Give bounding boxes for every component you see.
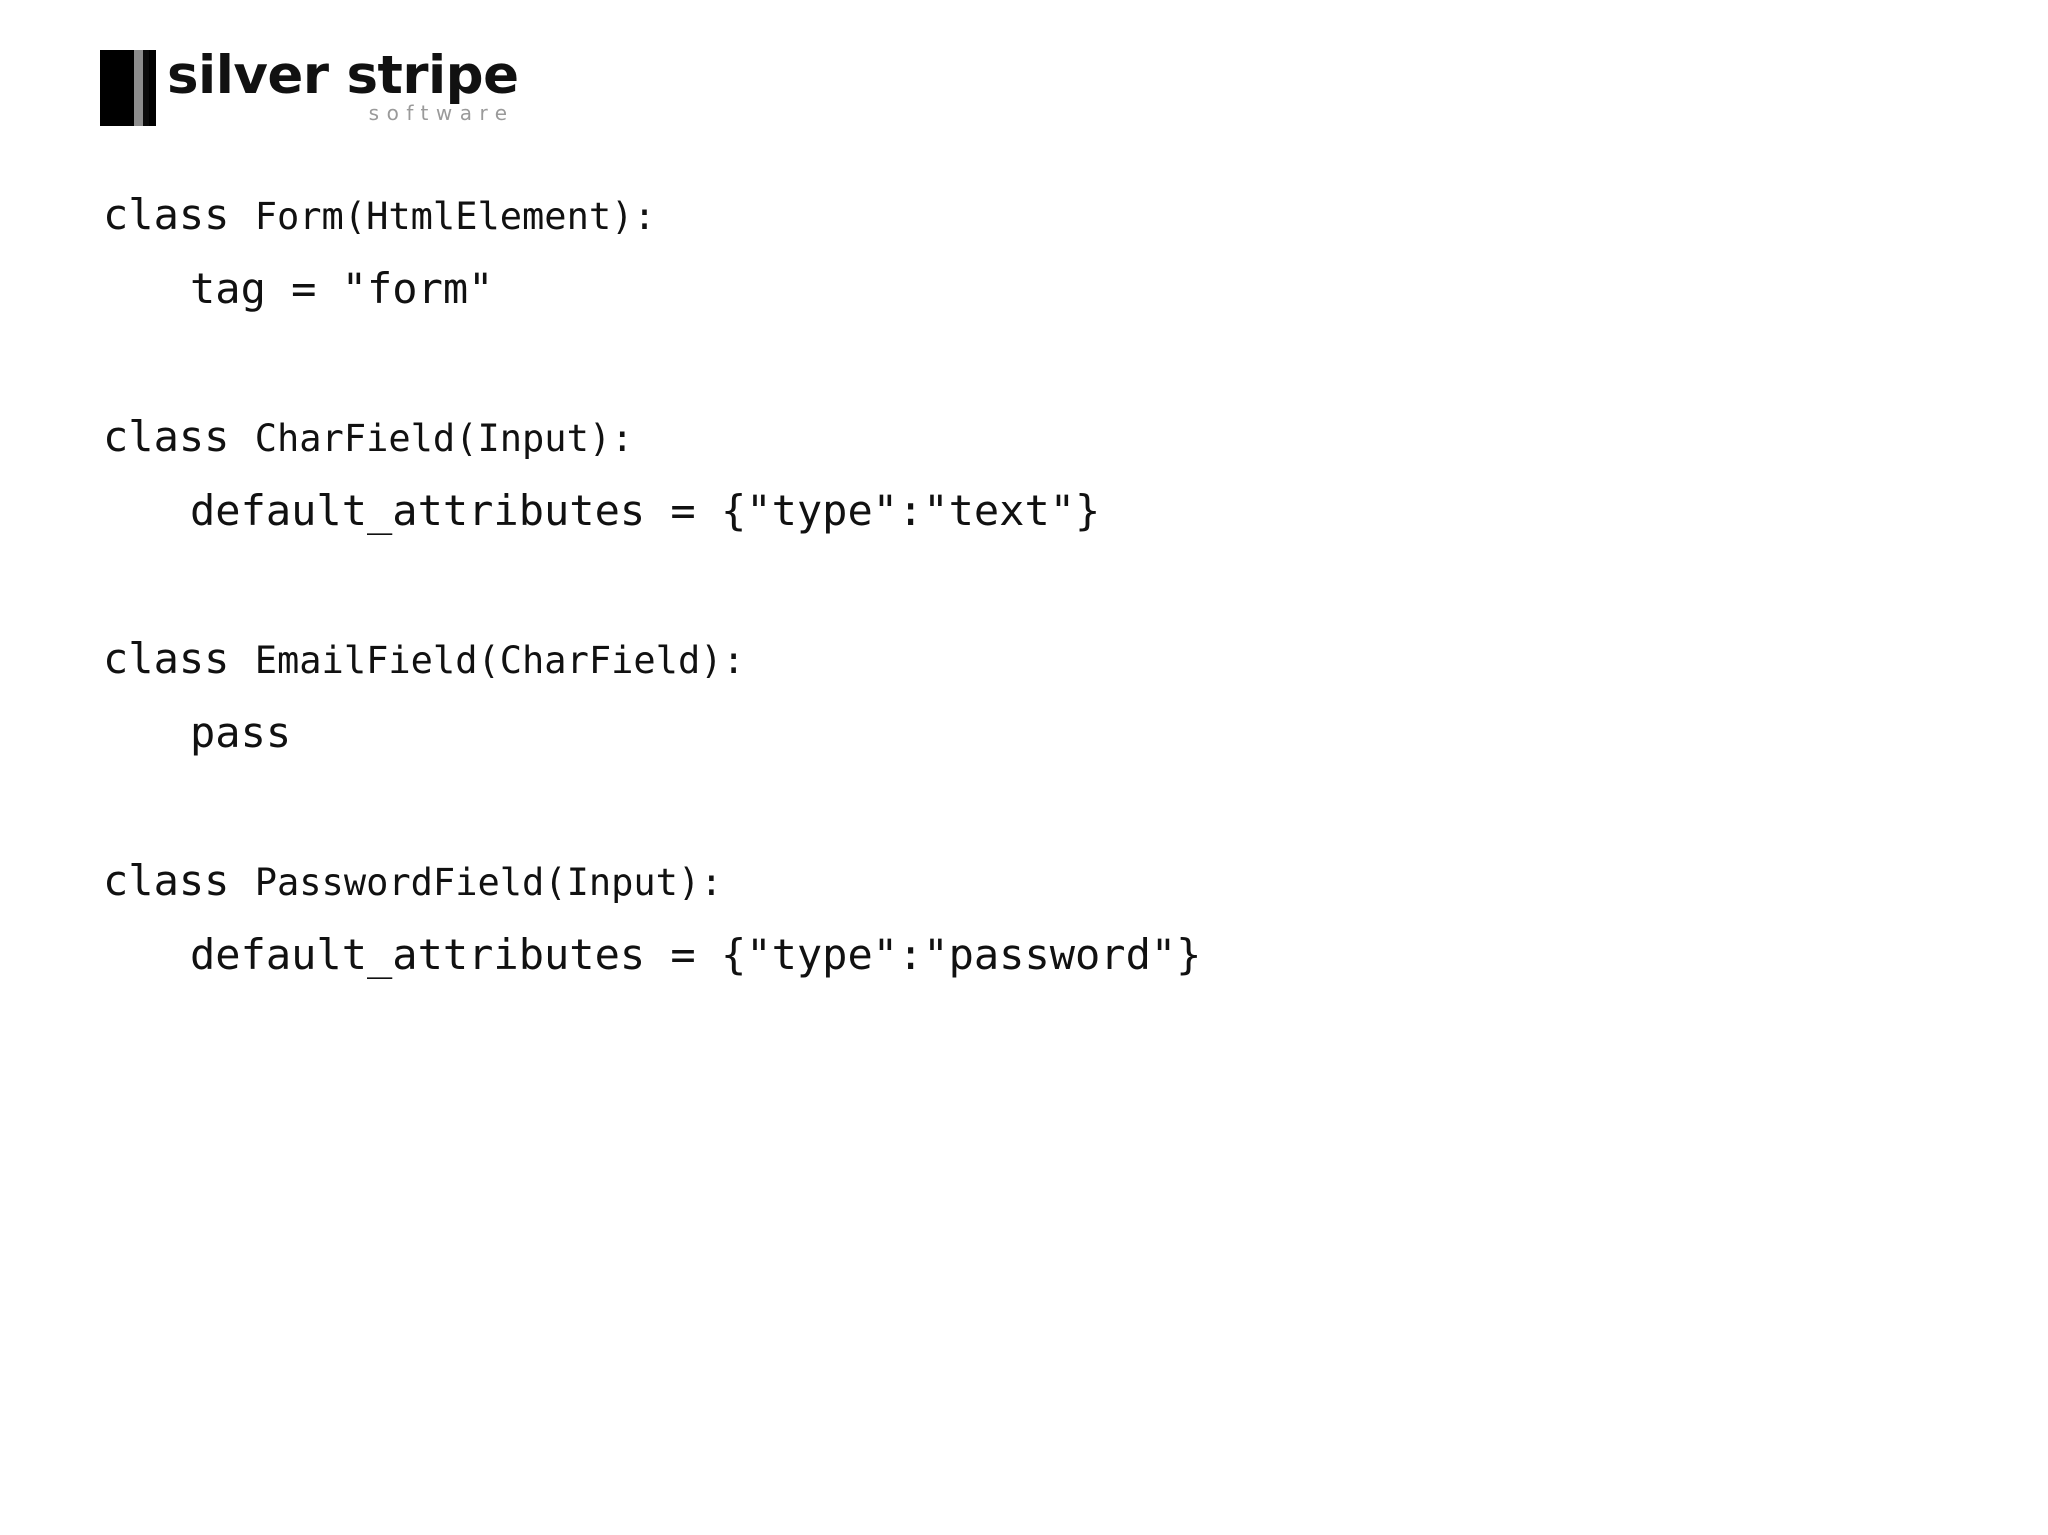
code-line-content: default_attributes = {"type":"text"} — [0, 486, 1100, 535]
code-class-signature: Form(HtmlElement): — [254, 195, 656, 238]
code-line-content: default_attributes = {"type":"password"} — [0, 930, 1201, 979]
code-keyword: class — [103, 634, 255, 683]
logo-stripe-gray — [134, 50, 143, 126]
code-line: class CharField(Input): — [0, 400, 2048, 474]
code-line — [0, 326, 2048, 400]
code-keyword: class — [103, 412, 255, 461]
code-statement: default_attributes = {"type":"password"} — [190, 930, 1202, 979]
logo-wordmark: silver stripe — [167, 45, 519, 106]
code-line: tag = "form" — [0, 252, 2048, 326]
code-line: class Form(HtmlElement): — [0, 178, 2048, 252]
code-line-content: tag = "form" — [0, 264, 493, 313]
code-class-signature: EmailField(CharField): — [254, 639, 745, 682]
logo-subtitle: software — [368, 101, 515, 125]
code-class-signature: PasswordField(Input): — [254, 861, 723, 904]
code-line: class EmailField(CharField): — [0, 622, 2048, 696]
logo: silver stripe software — [100, 48, 519, 126]
logo-text: silver stripe software — [167, 45, 519, 125]
code-line-content: pass — [0, 708, 291, 757]
code-line: class PasswordField(Input): — [0, 844, 2048, 918]
logo-stripe-edge — [152, 50, 156, 126]
code-line-content: class EmailField(CharField): — [0, 634, 745, 683]
code-keyword: class — [103, 190, 255, 239]
code-line-content: class CharField(Input): — [0, 412, 633, 461]
code-line: default_attributes = {"type":"text"} — [0, 474, 2048, 548]
logo-stripe-black — [143, 50, 149, 126]
code-statement: pass — [190, 708, 292, 757]
code-line — [0, 770, 2048, 844]
code-block: class Form(HtmlElement): tag = "form" cla… — [0, 178, 2048, 992]
code-line: default_attributes = {"type":"password"} — [0, 918, 2048, 992]
code-line: pass — [0, 696, 2048, 770]
code-line-content: class Form(HtmlElement): — [0, 190, 656, 239]
code-class-signature: CharField(Input): — [254, 417, 634, 460]
code-line — [0, 548, 2048, 622]
code-line-content: class PasswordField(Input): — [0, 856, 723, 905]
logo-mark-icon — [100, 50, 156, 126]
code-statement: tag = "form" — [190, 264, 494, 313]
code-statement: default_attributes = {"type":"text"} — [190, 486, 1101, 535]
code-keyword: class — [103, 856, 255, 905]
